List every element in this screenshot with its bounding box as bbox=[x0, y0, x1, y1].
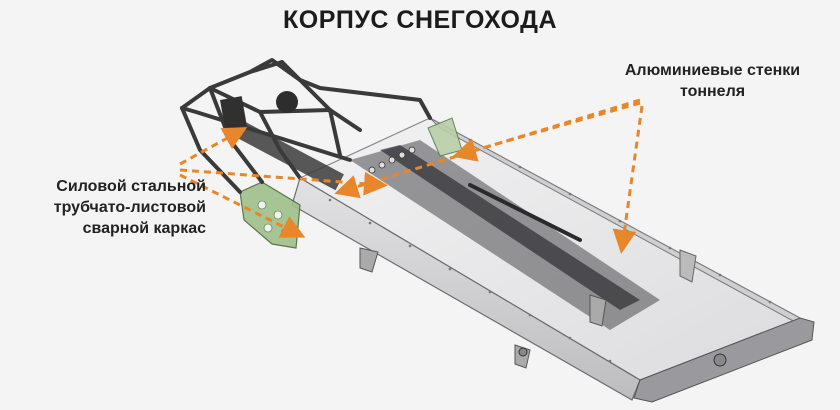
label-steel-frame-line-2: трубчато-листовой bbox=[53, 199, 206, 216]
side-bracket-1 bbox=[359, 247, 379, 273]
center-rail-strip bbox=[380, 145, 640, 310]
side-bracket-2 bbox=[589, 294, 607, 327]
front-gusset-plate bbox=[239, 181, 301, 249]
label-steel-frame-line-1: Силовой стальной bbox=[56, 178, 206, 195]
slide-title: КОРПУС СНЕГОХОДА bbox=[282, 6, 558, 34]
arrows-right bbox=[334, 98, 644, 254]
side-bracket-3 bbox=[679, 249, 697, 283]
steering-column-assembly bbox=[220, 91, 344, 191]
label-aluminium-walls: Алюминиевые стенки тоннеля bbox=[590, 60, 835, 102]
rear-hub bbox=[713, 353, 727, 367]
label-steel-frame: Силовой стальной трубчато-листовой сварн… bbox=[6, 176, 206, 239]
label-steel-frame-line-3: сварной каркас bbox=[82, 220, 206, 237]
tunnel-slot bbox=[468, 183, 582, 242]
front-hub bbox=[518, 347, 528, 357]
frame-cutouts bbox=[368, 146, 416, 174]
label-aluminium-walls-line-1: Алюминиевые стенки bbox=[624, 62, 801, 79]
label-aluminium-walls-line-2: тоннеля bbox=[679, 83, 746, 100]
tunnel-side-wall-left bbox=[291, 177, 641, 401]
